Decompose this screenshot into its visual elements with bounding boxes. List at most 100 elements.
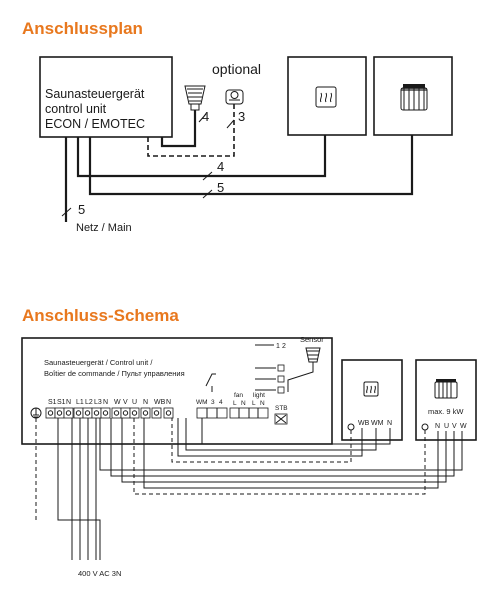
fan-label: fan <box>234 392 243 399</box>
mains-terminal <box>45 407 56 419</box>
mains-terminal <box>111 407 122 419</box>
sensor-wire-mark <box>198 113 207 123</box>
controller-io-2: 2 <box>282 343 286 350</box>
optional-sensor-icon <box>225 89 244 105</box>
heating-element-wm-wire <box>201 418 391 445</box>
mains-terminal-label: N <box>166 399 171 406</box>
mains-terminal-label: N <box>66 399 71 406</box>
supply-s1-jumper <box>57 418 101 560</box>
mains-terminal-screw <box>113 410 120 416</box>
wm-terminal-strip <box>196 407 228 419</box>
io-terminal-3 <box>277 386 285 394</box>
sensor-wire <box>160 110 197 148</box>
heating-element-ground-wire <box>171 418 352 463</box>
stb-cross <box>275 414 287 424</box>
cable-5-mark <box>202 189 213 199</box>
heating-element-wb-wire <box>177 418 363 457</box>
mains-terminal-label: WB <box>154 399 166 406</box>
sauna-heater-icon <box>400 84 428 111</box>
io-terminal-1 <box>277 364 285 372</box>
optional-wire-mark <box>226 119 235 129</box>
mains-terminal-label: W <box>114 399 121 406</box>
wb-box-terminal-wm: WM <box>371 420 384 427</box>
wm-terminal-label-4: 4 <box>219 399 223 406</box>
mains-terminal <box>140 407 151 419</box>
schema-heating-element-box <box>341 359 403 441</box>
mains-cable-label: 5 <box>78 202 85 217</box>
controller-label-line-2: control unit <box>45 102 107 116</box>
stb-label: STB <box>275 405 288 412</box>
mains-terminal-label: S1 <box>48 399 57 406</box>
mains-terminal <box>151 407 162 419</box>
schema-controller-box <box>21 337 333 445</box>
mains-terminal-screw <box>153 410 160 416</box>
heater-n-wire <box>143 418 439 489</box>
heater-terminal-w: W <box>460 423 467 430</box>
sensor-wire-schema <box>287 362 314 392</box>
schema-controller-line-2: Boîtier de commande / Пульт управления <box>44 369 185 378</box>
heater-terminal-u: U <box>444 423 449 430</box>
fan-light-terminal-1: L <box>233 400 237 407</box>
mains-terminal-screw <box>122 410 129 416</box>
mains-terminal-screw <box>75 410 82 416</box>
mains-label: Netz / Main <box>76 222 132 234</box>
heater-ground-wire <box>133 418 426 495</box>
cable-4-heating-element <box>76 135 327 178</box>
cable-5-heater <box>88 135 414 196</box>
schema-controller-line-1: Saunasteuergerät / Control unit / <box>44 358 153 367</box>
heating-element-icon <box>315 86 337 108</box>
mains-terminal <box>120 407 131 419</box>
mains-terminal-screw <box>131 410 138 416</box>
mains-terminal <box>73 407 84 419</box>
io-terminal-2 <box>277 375 285 383</box>
mains-terminal-screw <box>65 410 72 416</box>
mains-terminal <box>82 407 93 419</box>
heater-terminal-v: V <box>452 423 457 430</box>
mains-terminal <box>54 407 65 419</box>
sauna-heater-box <box>373 56 453 136</box>
fan-light-terminal-4: N <box>260 400 265 407</box>
mains-terminal-label: V <box>123 399 128 406</box>
section-title-anschluss-schema: Anschluss-Schema <box>22 306 179 325</box>
section-title-anschlussplan: Anschlussplan <box>22 19 143 38</box>
schema-sensor-icon <box>305 347 321 363</box>
wb-box-terminal-wb: WB <box>358 420 370 427</box>
mains-terminal-screw <box>47 410 54 416</box>
mains-terminal-label: N <box>103 399 108 406</box>
mains-terminal-screw <box>165 410 172 416</box>
mains-terminal-screw <box>142 410 149 416</box>
fan-light-terminal-3: L <box>252 400 256 407</box>
wb-box-terminal-n: N <box>387 420 392 427</box>
mains-terminal-screw <box>102 410 109 416</box>
optional-sensor-wire <box>147 104 235 157</box>
heater-u-wire <box>121 418 447 483</box>
supply-voltage-label: 400 V AC 3N <box>78 569 121 578</box>
heater-power-label: max. 9 kW <box>428 407 464 416</box>
mains-terminal <box>91 407 102 419</box>
mains-terminal-label: U <box>132 399 137 406</box>
controller-label-line-3: ECON / EMOTEC <box>45 117 145 131</box>
mains-terminal-label: N <box>143 399 148 406</box>
relay-icon <box>205 373 216 392</box>
cable-4-mark <box>202 171 213 181</box>
cable-4-label: 4 <box>217 159 224 174</box>
heater-v-wire <box>110 418 455 477</box>
optional-label: optional <box>212 61 261 77</box>
wm-terminal-label-wm: WM <box>196 399 208 406</box>
mains-terminal-label: S1 <box>57 399 66 406</box>
mains-terminal-screw <box>93 410 100 416</box>
heating-element-box <box>287 56 367 136</box>
mains-terminal-label: L1 <box>76 399 84 406</box>
sensor-label: Sensor <box>300 335 324 344</box>
mains-terminal <box>129 407 140 419</box>
mains-terminal <box>163 407 174 419</box>
schema-heater-icon <box>434 379 458 399</box>
mains-terminal-screw <box>84 410 91 416</box>
wm-terminal-label-3: 3 <box>211 399 215 406</box>
optional-sensor-wire-label: 3 <box>238 109 245 124</box>
mains-terminal <box>63 407 74 419</box>
light-label: light <box>253 392 265 399</box>
heater-w-wire <box>99 418 463 471</box>
fan-light-terminal-2: N <box>241 400 246 407</box>
sensor-wire-label: 4 <box>202 109 209 124</box>
